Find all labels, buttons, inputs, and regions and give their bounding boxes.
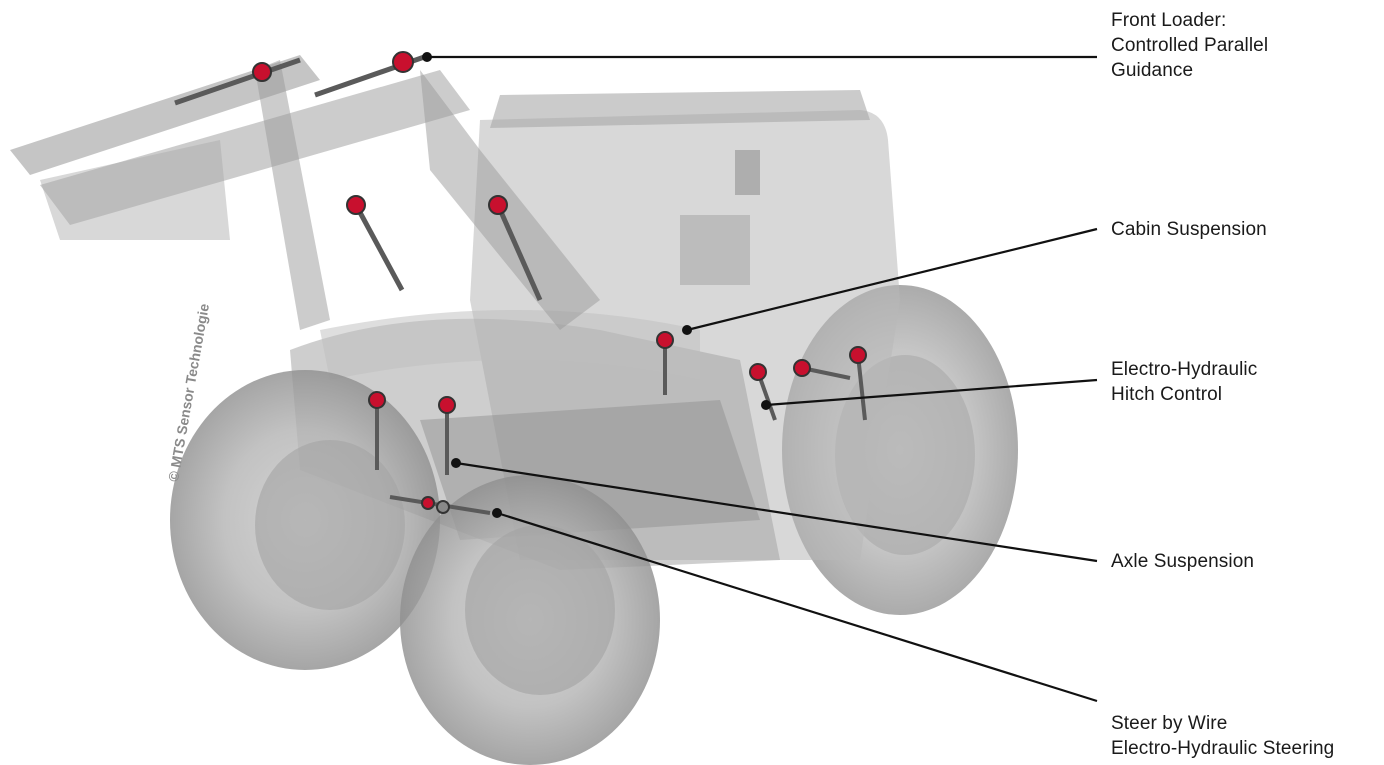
axle-sensor-1: [368, 391, 386, 470]
loader-cylinder-upper-1: [174, 57, 301, 106]
label-steer-line1: Steer by Wire: [1111, 713, 1228, 734]
label-hitch-control: Electro-Hydraulic Hitch Control: [1111, 357, 1257, 407]
label-front-loader-line1: Front Loader:: [1111, 10, 1227, 31]
label-axle-suspension: Axle Suspension: [1111, 549, 1254, 574]
label-front-loader-line2: Controlled Parallel: [1111, 35, 1269, 56]
label-hitch-line1: Electro-Hydraulic: [1111, 359, 1258, 380]
label-front-loader: Front Loader: Controlled Parallel Guidan…: [1111, 8, 1268, 83]
label-cabin-suspension: Cabin Suspension: [1111, 217, 1267, 242]
steering-cylinder: [389, 495, 491, 515]
label-axle-line1: Axle Suspension: [1111, 551, 1255, 572]
label-cabin-line1: Cabin Suspension: [1111, 219, 1267, 240]
loader-cylinder-lift-1: [346, 195, 405, 292]
hitch-sensor-2: [793, 359, 851, 380]
leader-line-cabin: [682, 227, 1098, 335]
leader-line-front-loader: [422, 52, 1097, 62]
axle-sensor-2: [438, 396, 456, 475]
cabin-sensor: [656, 331, 674, 395]
label-steer-by-wire: Steer by Wire Electro-Hydraulic Steering: [1111, 711, 1334, 761]
label-front-loader-line3: Guidance: [1111, 60, 1194, 81]
loader-cylinder-upper-2: [314, 51, 431, 98]
front-left-tire: [170, 370, 440, 670]
hitch-sensor-3: [849, 346, 867, 421]
leader-line-steer: [492, 508, 1098, 703]
leader-line-axle: [451, 458, 1098, 563]
label-steer-line2: Electro-Hydraulic Steering: [1111, 738, 1335, 759]
front-loader: [10, 55, 600, 330]
label-hitch-line2: Hitch Control: [1111, 384, 1223, 405]
front-right-tire: [400, 475, 660, 765]
loader-cylinder-lift-2: [488, 195, 543, 302]
hitch-sensor-1: [749, 363, 777, 421]
leader-line-hitch: [761, 378, 1098, 410]
